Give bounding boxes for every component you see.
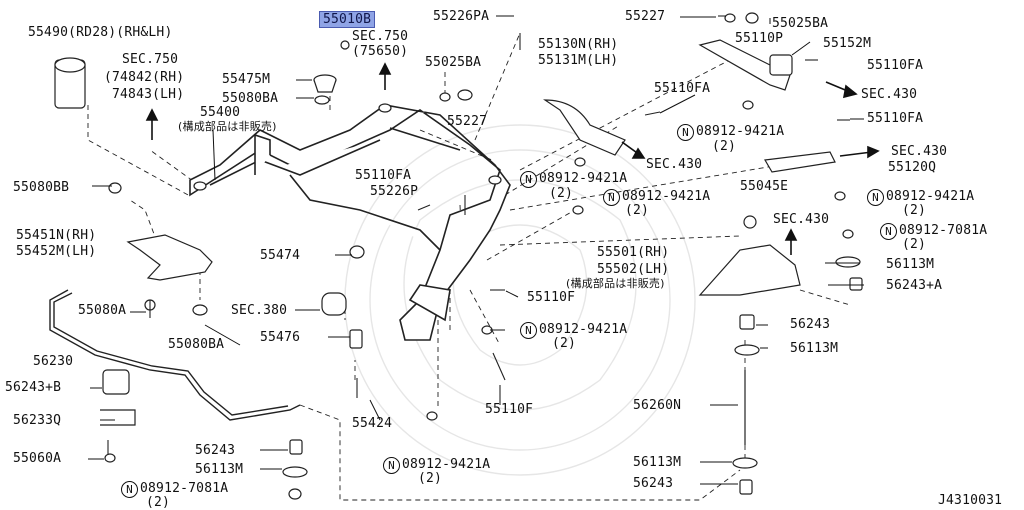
label-jp-note-1: (構成部品は非販売) — [178, 120, 277, 133]
drawing-id: J4310031 — [938, 493, 1003, 508]
direction-arrows — [145, 62, 880, 255]
label-55110fa-r2[interactable]: 55110FA — [867, 111, 924, 126]
label-56113m-r2[interactable]: 56113M — [790, 341, 839, 356]
label-55424[interactable]: 55424 — [352, 416, 393, 431]
label-highlighted-part[interactable]: 55010B — [319, 11, 376, 28]
label-55025ba-mid[interactable]: 55025BA — [425, 55, 482, 70]
label-55475m[interactable]: 55475M — [222, 72, 271, 87]
label-55080a[interactable]: 55080A — [78, 303, 127, 318]
label-56243-r[interactable]: 56243 — [790, 317, 831, 332]
label-qty-h: (2) — [146, 495, 171, 510]
label-55474[interactable]: 55474 — [260, 248, 301, 263]
label-56113m-b[interactable]: 56113M — [195, 462, 244, 477]
label-55226pa[interactable]: 55226PA — [433, 9, 490, 24]
label-74842: (74842(RH) — [104, 70, 185, 85]
label-56243-b[interactable]: 56243 — [195, 443, 236, 458]
bolts — [107, 33, 850, 455]
label-55025ba-top[interactable]: 55025BA — [772, 16, 829, 31]
label-55130n[interactable]: 55130N(RH) — [538, 37, 619, 52]
label-55227-top[interactable]: 55227 — [625, 9, 666, 24]
label-74843: 74843(LH) — [112, 87, 185, 102]
label-56260n[interactable]: 56260N — [633, 398, 682, 413]
label-qty-b: (2) — [549, 186, 574, 201]
crossmember — [189, 104, 511, 341]
label-qty-e: (2) — [902, 237, 927, 252]
label-56243a[interactable]: 56243+A — [886, 278, 943, 293]
label-55110fa-c[interactable]: 55110FA — [355, 168, 412, 183]
label-qty-f: (2) — [552, 336, 577, 351]
label-55045e[interactable]: 55045E — [740, 179, 789, 194]
label-sec430-c[interactable]: SEC.430 — [891, 144, 948, 159]
label-sec430-b[interactable]: SEC.430 — [646, 157, 703, 172]
label-jp-note-2: (構成部品は非販売) — [566, 277, 665, 290]
label-56233q[interactable]: 56233Q — [13, 413, 62, 428]
part-shapes — [54, 12, 863, 500]
label-56230[interactable]: 56230 — [33, 354, 74, 369]
label-55120q[interactable]: 55120Q — [888, 160, 937, 175]
label-55110p[interactable]: 55110P — [735, 31, 784, 46]
label-56113m-r1[interactable]: 56113M — [886, 257, 935, 272]
label-sec380[interactable]: SEC.380 — [231, 303, 288, 318]
label-56113m-r3[interactable]: 56113M — [633, 455, 682, 470]
label-55490[interactable]: 55490(RD28)(RH&LH) — [28, 25, 173, 40]
label-55110fa-mid[interactable]: 55110FA — [654, 81, 711, 96]
label-55110f-b[interactable]: 55110F — [485, 402, 534, 417]
label-qty-a: (2) — [712, 139, 737, 154]
watermark-logo — [344, 124, 696, 476]
label-sec750-b[interactable]: SEC.750 — [352, 29, 409, 44]
label-55227-mid[interactable]: 55227 — [447, 114, 488, 129]
solid-leaders — [88, 15, 864, 485]
label-55501[interactable]: 55501(RH) — [597, 245, 670, 260]
label-55060a[interactable]: 55060A — [13, 451, 62, 466]
label-55152m[interactable]: 55152M — [823, 36, 872, 51]
stabilizer-bar — [49, 289, 301, 421]
label-55476[interactable]: 55476 — [260, 330, 301, 345]
label-sec750-a[interactable]: SEC.750 — [122, 52, 179, 67]
label-sec430-d[interactable]: SEC.430 — [773, 212, 830, 227]
label-56243b[interactable]: 56243+B — [5, 380, 62, 395]
label-55502[interactable]: 55502(LH) — [597, 262, 670, 277]
label-55226p[interactable]: 55226P — [370, 184, 419, 199]
label-55400[interactable]: 55400 — [200, 105, 241, 120]
label-55080ba-bot[interactable]: 55080BA — [168, 337, 225, 352]
label-55110fa-r1[interactable]: 55110FA — [867, 58, 924, 73]
label-55080ba-top[interactable]: 55080BA — [222, 91, 279, 106]
label-75650: (75650) — [352, 44, 409, 59]
label-qty-g: (2) — [418, 471, 443, 486]
label-sec430-a[interactable]: SEC.430 — [861, 87, 918, 102]
label-qty-d: (2) — [902, 203, 927, 218]
label-55131m[interactable]: 55131M(LH) — [538, 53, 619, 68]
label-56243-r2[interactable]: 56243 — [633, 476, 674, 491]
label-55110f-a[interactable]: 55110F — [527, 290, 576, 305]
label-55452m[interactable]: 55452M(LH) — [16, 244, 97, 259]
label-qty-c: (2) — [625, 203, 650, 218]
label-55080bb[interactable]: 55080BB — [13, 180, 70, 195]
label-55451n[interactable]: 55451N(RH) — [16, 228, 97, 243]
